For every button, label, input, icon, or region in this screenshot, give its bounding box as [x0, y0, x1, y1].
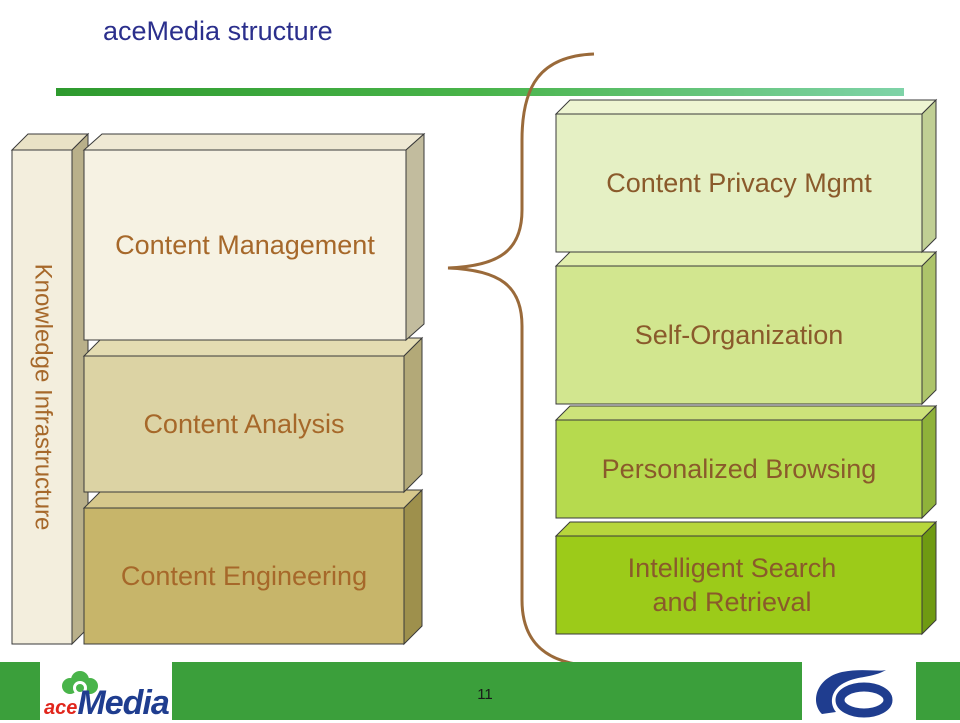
content-analysis-label: Content Analysis [143, 408, 345, 439]
intelligent-search-line1: Intelligent Search [627, 553, 837, 583]
content-privacy-block [554, 98, 938, 254]
acemedia-logo-icon [62, 671, 98, 695]
knowledge-infrastructure-label-wrap: Knowledge Infrastructure [12, 150, 72, 644]
knowledge-infrastructure-label: Knowledge Infrastructure [29, 263, 56, 531]
grouping-brace [447, 52, 595, 668]
knowledge-infrastructure-block [10, 132, 90, 646]
fp6-logo-icon [816, 670, 893, 718]
personalized-browsing-label: Personalized Browsing [601, 454, 877, 484]
self-organization-block [554, 250, 938, 406]
content-analysis-block [82, 336, 424, 494]
acemedia-logo-box [40, 662, 172, 720]
page-number: 11 [477, 686, 493, 703]
title-underline [56, 88, 904, 96]
intelligent-search-block [554, 520, 938, 636]
self-organization-label: Self-Organization [634, 320, 844, 350]
intelligent-search-line2: and Retrieval [652, 587, 812, 617]
content-engineering-label: Content Engineering [120, 560, 368, 591]
content-privacy-label: Content Privacy Mgmt [606, 168, 872, 198]
content-engineering-block [82, 488, 424, 646]
intelligent-search-label: Intelligent Search and Retrieval [556, 536, 908, 634]
content-management-block [82, 132, 426, 342]
acemedia-wordmark: aceMedia [44, 684, 170, 723]
personalized-browsing-block [554, 404, 938, 520]
content-management-label: Content Management [115, 229, 375, 260]
acemedia-suffix: Media [77, 684, 169, 722]
acemedia-prefix: ace [44, 697, 78, 719]
slide-title: aceMedia structure [103, 16, 333, 46]
